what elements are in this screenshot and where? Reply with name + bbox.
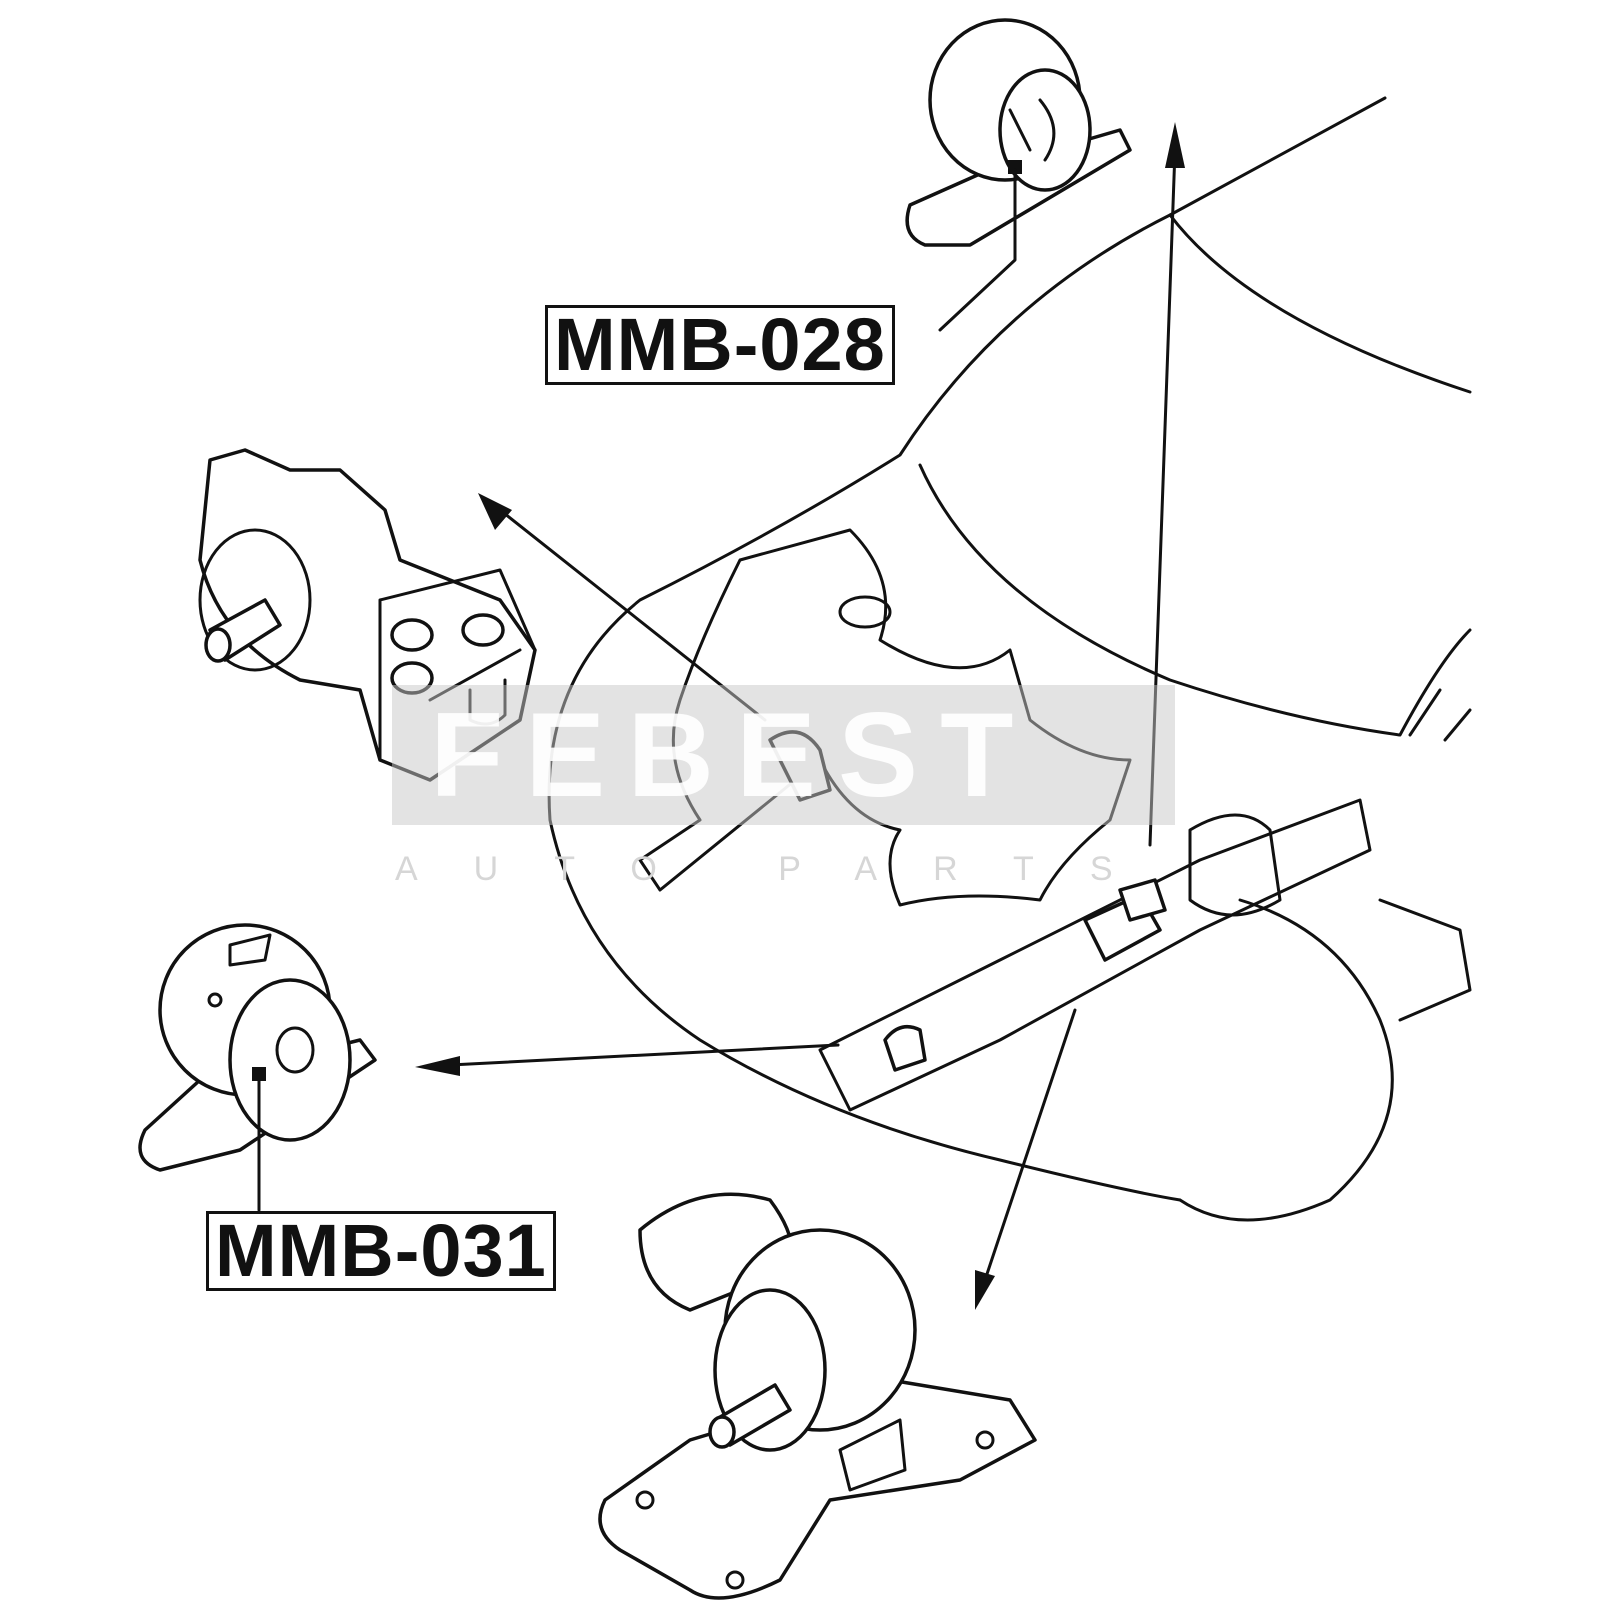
arrow-head-left-icon [415,1056,460,1076]
engine-bay [638,528,1472,1222]
arrow-head-left-up-icon [478,493,512,530]
watermark-tagline: AUTO PARTS [395,850,1169,888]
arrow-head-down-icon [975,1270,995,1310]
mount-part-top [905,18,1132,332]
watermark-brand: FEBEST [430,688,1036,822]
mount-part-bottom [598,1192,1037,1600]
part-label-mmb-028: MMB-028 [545,305,895,385]
part-label-mmb-031: MMB-031 [206,1211,556,1291]
watermark-band [392,685,1175,825]
mount-part-left [138,923,377,1212]
arrow-head-up-icon [1165,122,1185,168]
